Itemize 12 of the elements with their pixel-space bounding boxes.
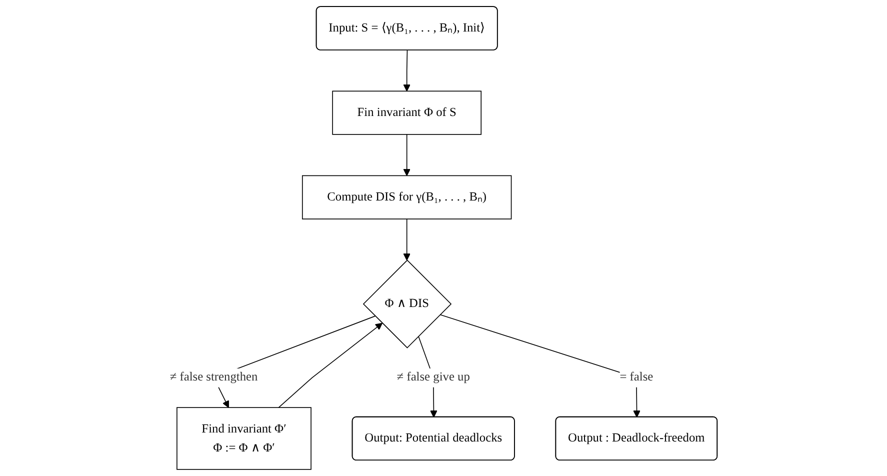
node-diamond: Φ ∧ DIS: [362, 260, 452, 348]
edge-label: ≠ false give up: [396, 370, 470, 384]
node-box: Fin invariant Φ of S: [332, 90, 482, 135]
node-box: Find invariant Φ′ Φ := Φ ∧ Φ′: [176, 407, 312, 470]
arrow: [403, 218, 410, 261]
node-box: Compute DIS for γ(B₁, . . . , Bₙ): [302, 175, 512, 220]
edge-label: ≠ false strengthen: [170, 370, 258, 384]
arrow: [440, 314, 640, 418]
arrow: [403, 134, 410, 176]
arrow: [403, 50, 410, 92]
edge-label: = false: [620, 370, 654, 384]
arrow: [278, 322, 383, 408]
